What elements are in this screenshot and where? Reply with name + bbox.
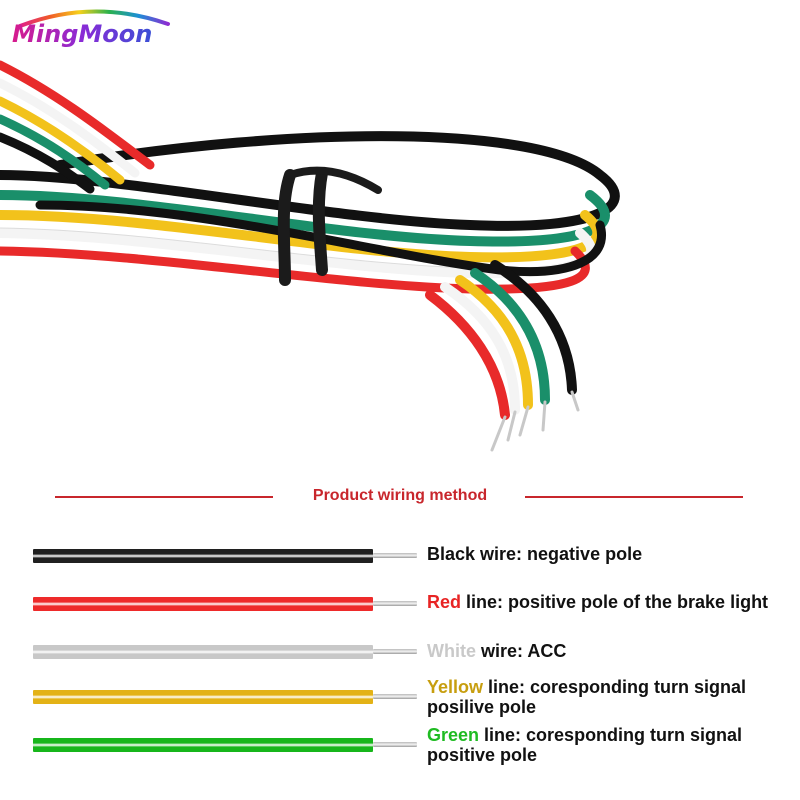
wire-row-white: White wire: ACC	[0, 637, 800, 687]
header-rule-left	[55, 496, 273, 498]
wire-lead-black	[373, 553, 417, 558]
section-header: Product wiring method	[0, 484, 800, 510]
wire-color-word: Yellow	[427, 677, 484, 697]
wire-label-yellow: Yellow line: coresponding turn signal po…	[427, 677, 797, 717]
section-title: Product wiring method	[312, 487, 488, 504]
wire-row-yellow: Yellow line: coresponding turn signal po…	[0, 677, 800, 732]
wire-swatch-black	[33, 549, 373, 563]
wire-color-word: Red	[427, 592, 462, 612]
cable-photo	[0, 55, 800, 465]
wire-row-green: Green line: coresponding turn signal pos…	[0, 725, 800, 780]
wire-swatch-green	[33, 738, 373, 752]
wire-description: line: coresponding turn signal	[483, 677, 747, 697]
wire-description: line: positive pole of the brake light	[461, 592, 769, 612]
wire-row-black: Black wire: negative pole	[0, 541, 800, 591]
wire-lead-yellow	[373, 694, 417, 699]
wire-label-green: Green line: coresponding turn signal pos…	[427, 725, 797, 765]
wire-description: Black wire: negative pole	[427, 544, 643, 564]
wire-description: wire: ACC	[476, 641, 567, 661]
wire-color-word: White	[427, 641, 476, 661]
wire-label-white: White wire: ACC	[427, 641, 797, 661]
wire-swatch-red	[33, 597, 373, 611]
brand-logo: MingMoon	[8, 4, 178, 50]
wire-label-black: Black wire: negative pole	[427, 544, 797, 564]
wire-swatch-white	[33, 645, 373, 659]
wire-lead-white	[373, 649, 417, 654]
wire-swatch-yellow	[33, 690, 373, 704]
wire-lead-green	[373, 742, 417, 747]
wire-lead-red	[373, 601, 417, 606]
header-rule-right	[525, 496, 743, 498]
wire-description: line: coresponding turn signal	[479, 725, 743, 745]
wire-description-line2: positive pole	[427, 745, 538, 765]
wire-description-line2: posilive pole	[427, 697, 537, 717]
svg-text:MingMoon: MingMoon	[12, 20, 152, 48]
wire-color-word: Green	[427, 725, 480, 745]
wire-label-red: Red line: positive pole of the brake lig…	[427, 592, 797, 612]
wire-row-red: Red line: positive pole of the brake lig…	[0, 589, 800, 639]
